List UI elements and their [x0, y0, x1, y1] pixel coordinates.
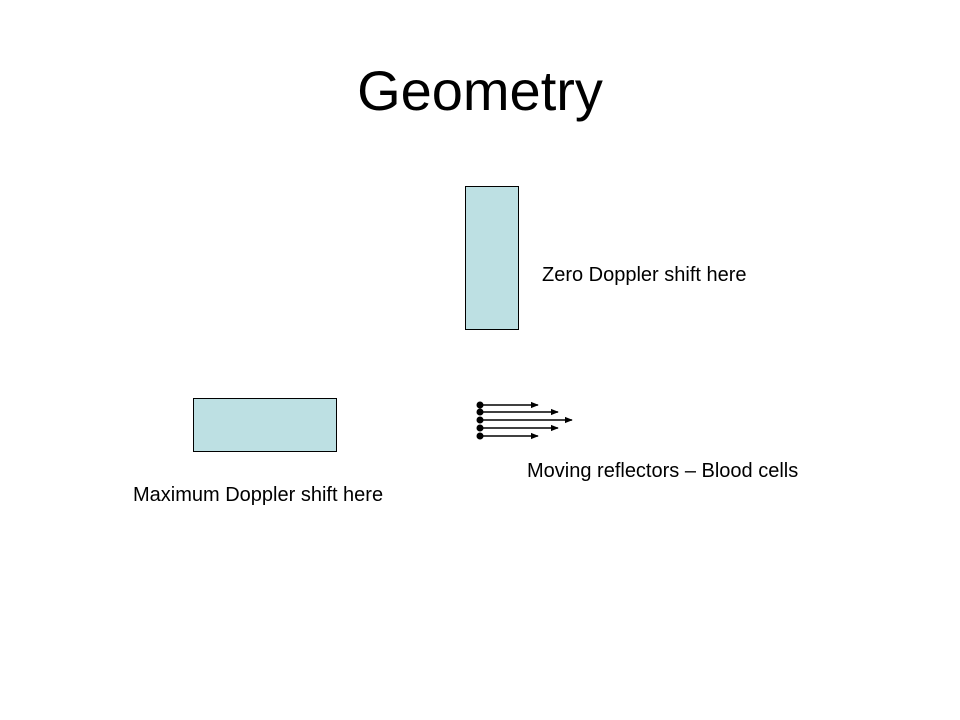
reflector-dot	[476, 432, 484, 440]
reflector-row	[476, 401, 539, 409]
reflector-dot	[476, 408, 484, 416]
reflector-row	[476, 408, 559, 416]
reflector-row	[476, 416, 573, 424]
slide-title: Geometry	[357, 59, 603, 122]
reflector-dot	[476, 416, 484, 424]
vertical-transducer	[465, 186, 519, 330]
reflector-row	[476, 432, 539, 440]
moving-reflectors-label: Moving reflectors – Blood cells	[527, 460, 799, 482]
reflector-row	[476, 424, 559, 432]
blood-cell-reflectors	[476, 401, 573, 440]
reflector-dot	[476, 424, 484, 432]
zero-doppler-label: Zero Doppler shift here	[542, 264, 747, 286]
horizontal-transducer	[193, 398, 337, 452]
reflector-dot	[476, 401, 484, 409]
maximum-doppler-label: Maximum Doppler shift here	[133, 484, 384, 506]
